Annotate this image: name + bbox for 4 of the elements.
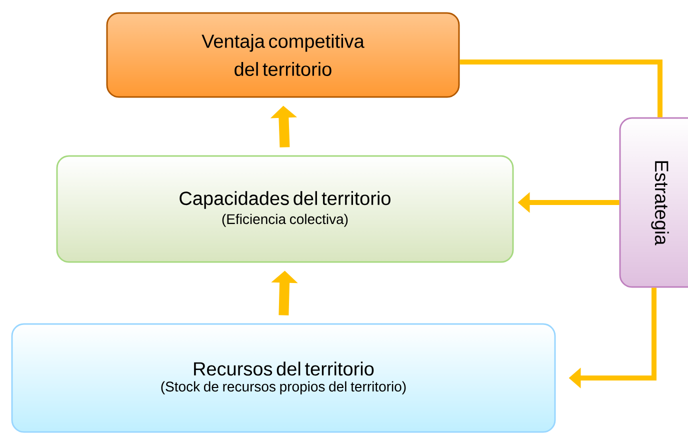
process-box: Ventaja competitiva del territorio — [106, 12, 460, 98]
process-box: Recursos del territorio (Stock de recursos propios del territorio) — [11, 323, 556, 433]
process-box: Capacidades del territorio (Eficiencia colectiva) — [56, 155, 514, 263]
strategy-box: Estrategia — [619, 117, 688, 288]
